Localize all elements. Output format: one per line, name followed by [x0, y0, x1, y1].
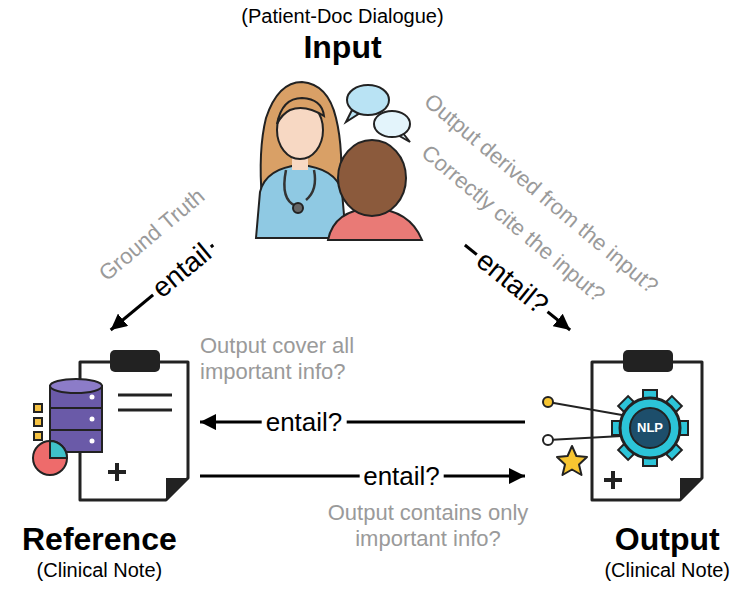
- annotation: Output contains only important info?: [323, 500, 533, 553]
- database-icon: [33, 379, 102, 475]
- annotation: Output cover all important info?: [200, 333, 400, 386]
- annotation: Output derived from the input?: [419, 88, 664, 299]
- node-title: Reference: [22, 520, 177, 558]
- node-text-group: Reference(Clinical Note): [22, 520, 177, 582]
- patient-figure: [328, 140, 422, 240]
- edge-label: entail?: [359, 462, 444, 491]
- node-title: Output: [615, 520, 720, 558]
- icon-label: NLP: [637, 420, 663, 436]
- entailment-arrow: [200, 421, 525, 424]
- edge-label: entail?: [262, 408, 347, 437]
- illustrated-node: Output(Clinical Note): [525, 330, 740, 588]
- node-subtitle: (Patient-Doc Dialogue): [241, 4, 443, 28]
- speech-bubbles: [346, 85, 410, 142]
- node-subtitle: (Clinical Note): [37, 558, 163, 582]
- node-subtitle: (Clinical Note): [604, 558, 730, 582]
- output-clipboard: [543, 350, 702, 500]
- doctor-figure: [256, 82, 346, 238]
- node-text-group: (Patient-Doc Dialogue)Input: [241, 4, 443, 66]
- node-title: Input: [303, 28, 381, 66]
- node-text-group: Output(Clinical Note): [604, 520, 730, 582]
- illustrated-node: Reference(Clinical Note): [10, 330, 200, 588]
